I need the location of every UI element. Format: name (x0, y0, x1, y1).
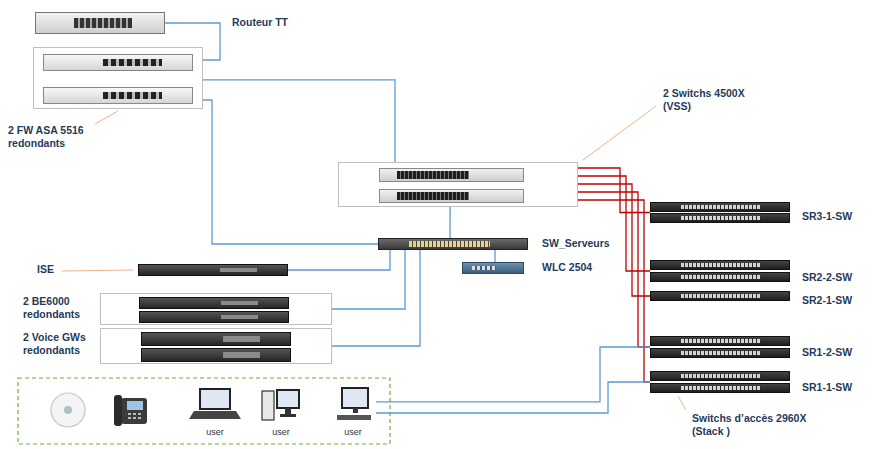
device-unit (378, 238, 528, 250)
device-unit (379, 189, 524, 203)
device-label: SR2-1-SW (800, 294, 854, 307)
device-unit (650, 213, 790, 223)
voice-gw-group: 2 Voice GWs redondants (100, 328, 332, 364)
device-unit (141, 348, 291, 362)
laptop-icon (189, 389, 241, 419)
desktop-icon (262, 390, 299, 420)
be6000-group: 2 BE6000 redondants (100, 293, 332, 325)
network-cable (494, 250, 495, 262)
device-label: 2 Voice GWs redondants (21, 331, 95, 357)
core-switch-group: 2 Switchs 4500X (VSS) (338, 162, 578, 207)
network-cable (376, 347, 650, 402)
wlc-node: WLC 2504 (462, 262, 524, 274)
device-unit (141, 332, 291, 346)
note-label: Switchs d’accès 2960X (Stack ) (690, 412, 824, 438)
device-unit (35, 12, 165, 34)
user-area (18, 378, 390, 444)
network-cable (578, 176, 650, 271)
router-node: Routeur TT (35, 12, 165, 34)
firewall-group: 2 FW ASA 5516 redondants (33, 47, 203, 109)
user-node: user (192, 385, 238, 441)
device-label: 2 BE6000 redondants (21, 295, 95, 321)
device-label: SR2-2-SW (800, 271, 854, 284)
network-cable (332, 250, 420, 346)
network-cable (578, 168, 650, 213)
access-switch-stack: SR2-2-SW (650, 260, 790, 282)
network-cable (376, 382, 650, 413)
leader-line (95, 111, 118, 124)
leader-line (583, 106, 656, 160)
access-switch-stack: SR1-1-SW (650, 371, 790, 393)
device-unit (650, 383, 790, 393)
device-label: 2 FW ASA 5516 redondants (6, 124, 101, 150)
ip-phone-icon (114, 395, 147, 426)
device-label: SR1-2-SW (800, 346, 854, 359)
user-node: user (330, 385, 376, 441)
device-unit (43, 87, 193, 104)
leader-line (678, 396, 686, 410)
network-cable (449, 207, 450, 238)
device-unit (650, 348, 790, 358)
device-unit (379, 168, 524, 182)
network-cable (578, 200, 650, 382)
network-cable (288, 250, 390, 270)
device-label: Routeur TT (230, 16, 290, 29)
access-point-icon (51, 393, 85, 427)
device-unit (650, 291, 790, 301)
network-cable (203, 100, 378, 244)
network-cable (203, 80, 395, 162)
device-unit (139, 311, 289, 323)
device-unit (650, 260, 790, 270)
device-unit (43, 54, 193, 71)
device-label: ISE (35, 263, 56, 276)
access-switch-stack: SR1-2-SW (650, 336, 790, 358)
device-label: SR1-1-SW (800, 381, 854, 394)
user-node: user (258, 385, 304, 441)
device-unit (650, 272, 790, 282)
device-label: SW_Serveurs (540, 237, 612, 250)
device-label: 2 Switchs 4500X (VSS) (661, 87, 766, 113)
device-unit (650, 371, 790, 381)
device-label: WLC 2504 (540, 261, 594, 274)
device-label: SR3-1-SW (800, 210, 854, 223)
access-switch-stack: SR3-1-SW (650, 202, 790, 223)
device-unit (462, 262, 524, 274)
desktop-icon (337, 388, 371, 420)
leader-line (62, 270, 133, 271)
device-unit (650, 336, 790, 346)
user-label: user (258, 427, 304, 438)
user-label: user (330, 427, 376, 438)
network-cable (332, 250, 405, 309)
user-label: user (192, 427, 238, 438)
ise-node: ISE (138, 264, 288, 276)
device-unit (138, 264, 288, 276)
access-switch-stack: SR2-1-SW (650, 291, 790, 301)
server-switch-node: SW_Serveurs (378, 238, 528, 250)
device-unit (650, 202, 790, 212)
device-unit (139, 297, 289, 309)
